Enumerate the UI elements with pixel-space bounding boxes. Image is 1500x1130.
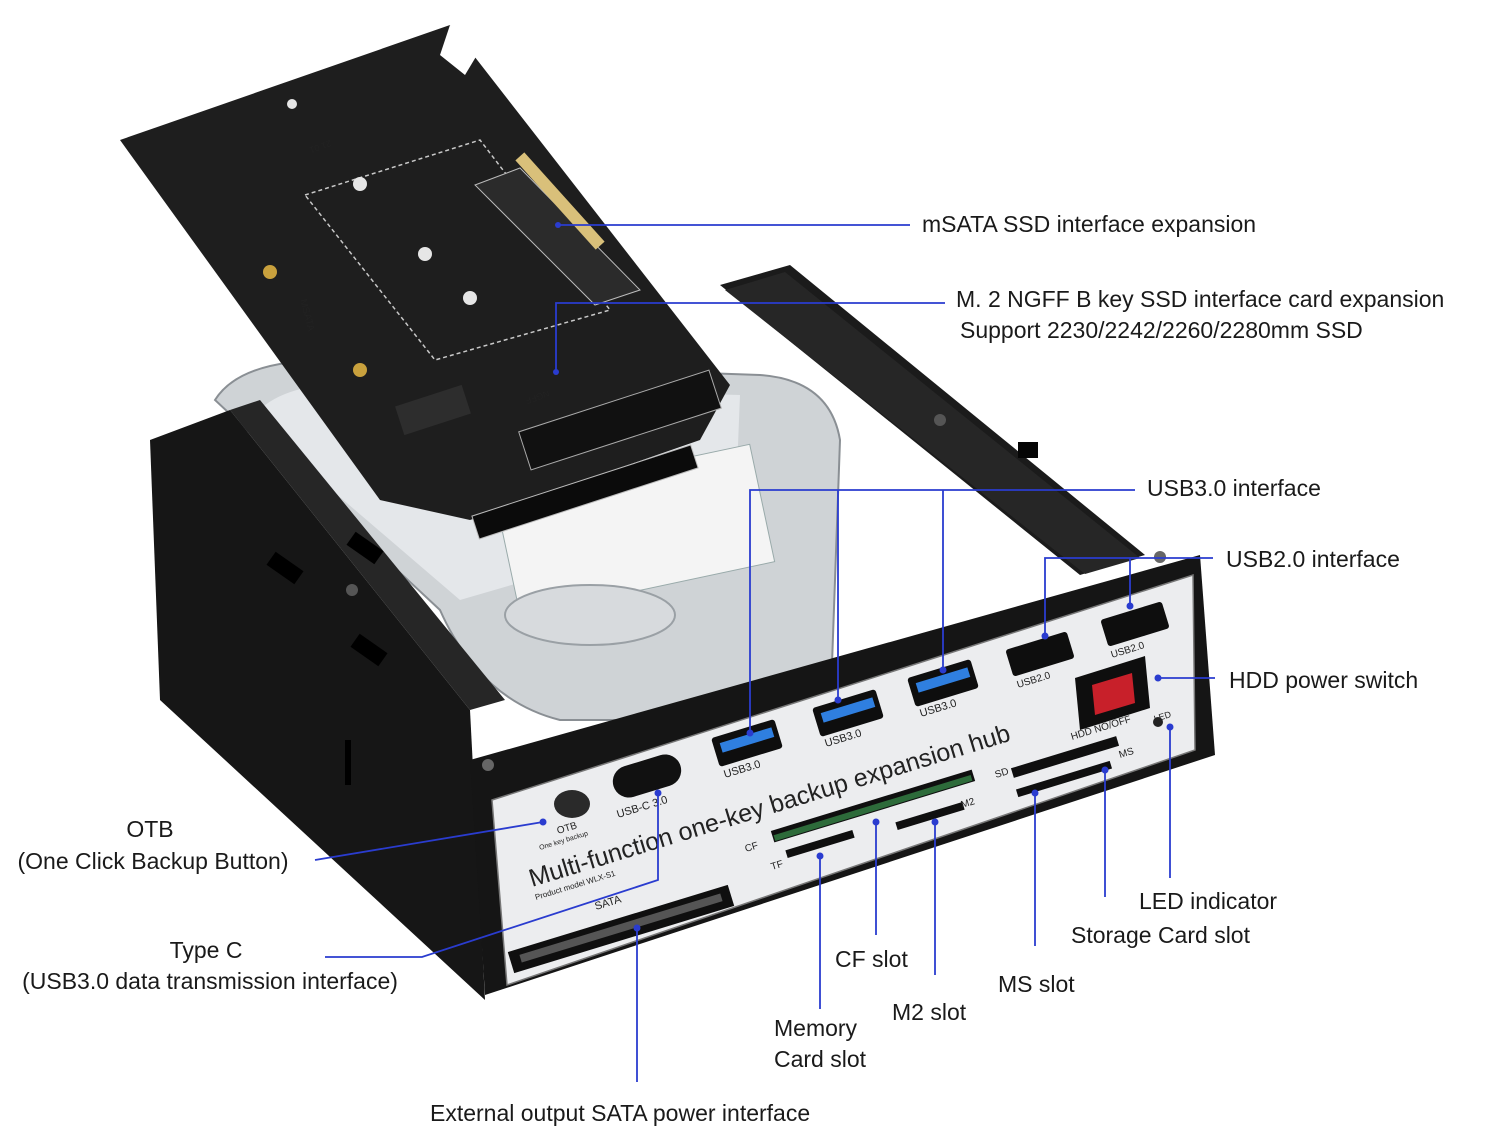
callout-usb3: USB3.0 interface: [1147, 475, 1321, 501]
callout-m2-card: M. 2 NGFF B key SSD interface card expan…: [956, 286, 1445, 312]
ssd-adapter-card: 21 01 MSATA NGFF: [120, 25, 730, 540]
callout-cf-slot: CF slot: [835, 946, 908, 972]
enclosure-left-side: [150, 400, 505, 1000]
callout-m2-slot: M2 slot: [892, 999, 967, 1025]
callout-typec: Type C: [169, 937, 243, 963]
callout-led: LED indicator: [1139, 888, 1278, 914]
cf-slot-text: CF: [744, 840, 760, 854]
ms-slot-text: MS: [1118, 746, 1136, 761]
callout-m2-support: Support 2230/2242/2260/2280mm SSD: [960, 317, 1363, 343]
leader-usb2: [1044, 557, 1213, 636]
callout-hdd-switch: HDD power switch: [1229, 667, 1419, 693]
callout-sata-power: External output SATA power interface: [430, 1100, 811, 1126]
right-bracket: [720, 265, 1145, 575]
callout-storage-card: Storage Card slot: [1071, 922, 1250, 948]
callout-otb: OTB: [126, 816, 174, 842]
callout-ms-slot: MS slot: [998, 971, 1075, 997]
leader-typec: [325, 793, 659, 958]
callout-typec-desc: (USB3.0 data transmission interface): [22, 968, 398, 994]
leader-m2: [555, 302, 945, 372]
card-slots: CF TF M2 SD MS: [744, 736, 1136, 873]
callout-memory: Memory: [774, 1015, 858, 1041]
callout-msata: mSATA SSD interface expansion: [922, 211, 1257, 237]
callout-otb-desc: (One Click Backup Button): [17, 848, 289, 874]
m2-slot-text: M2: [960, 796, 977, 811]
leader-lines: [314, 224, 1215, 1082]
leader-usb3: [749, 489, 1135, 733]
sd-slot-text: SD: [994, 766, 1011, 781]
tf-slot-text: TF: [770, 859, 785, 873]
leader-dots: [539, 222, 1174, 932]
callout-memory-card: Card slot: [774, 1046, 867, 1072]
leader-otb: [314, 821, 544, 861]
callout-usb2: USB2.0 interface: [1226, 546, 1400, 572]
